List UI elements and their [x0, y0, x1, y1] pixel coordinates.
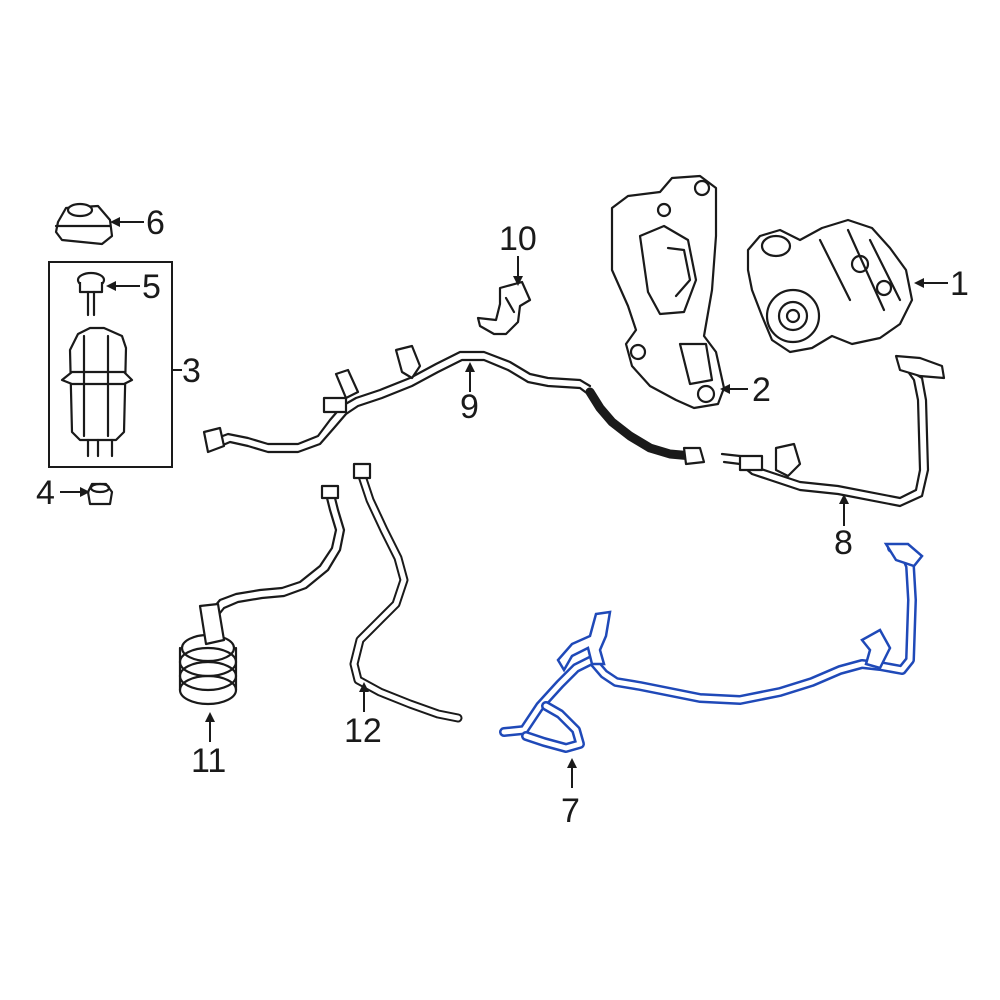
- callout-5[interactable]: 5: [142, 268, 161, 306]
- part-3-group-box: [48, 261, 173, 468]
- part-4-grommet[interactable]: [86, 482, 114, 506]
- callout-12[interactable]: 12: [344, 712, 382, 750]
- callout-labels: 1 2 3 4 5 6 7 8 9 10 11 12: [36, 204, 969, 830]
- part-12-hose[interactable]: [349, 462, 463, 723]
- leader-lines: [60, 217, 948, 788]
- callout-9[interactable]: 9: [460, 388, 479, 426]
- part-2-bracket[interactable]: [610, 174, 726, 410]
- callout-2[interactable]: 2: [752, 371, 771, 409]
- callout-6[interactable]: 6: [146, 204, 165, 242]
- part-1-pump[interactable]: [746, 218, 914, 354]
- callout-3[interactable]: 3: [182, 352, 201, 390]
- part-11-cooler[interactable]: [178, 484, 346, 706]
- callout-7[interactable]: 7: [561, 792, 580, 830]
- part-7-hose-highlighted[interactable]: [499, 542, 924, 753]
- part-6-cap-cover[interactable]: [54, 202, 114, 246]
- part-5-dipstick-cap[interactable]: [76, 271, 106, 317]
- callout-8[interactable]: 8: [834, 524, 853, 562]
- part-9-hose[interactable]: [202, 344, 706, 466]
- part-3-reservoir[interactable]: [60, 326, 134, 458]
- callout-10[interactable]: 10: [499, 220, 537, 258]
- callout-4[interactable]: 4: [36, 474, 55, 512]
- callout-1[interactable]: 1: [950, 265, 969, 303]
- part-8-line[interactable]: [720, 354, 946, 508]
- callout-11[interactable]: 11: [191, 742, 226, 780]
- part-10-bracket[interactable]: [476, 280, 532, 336]
